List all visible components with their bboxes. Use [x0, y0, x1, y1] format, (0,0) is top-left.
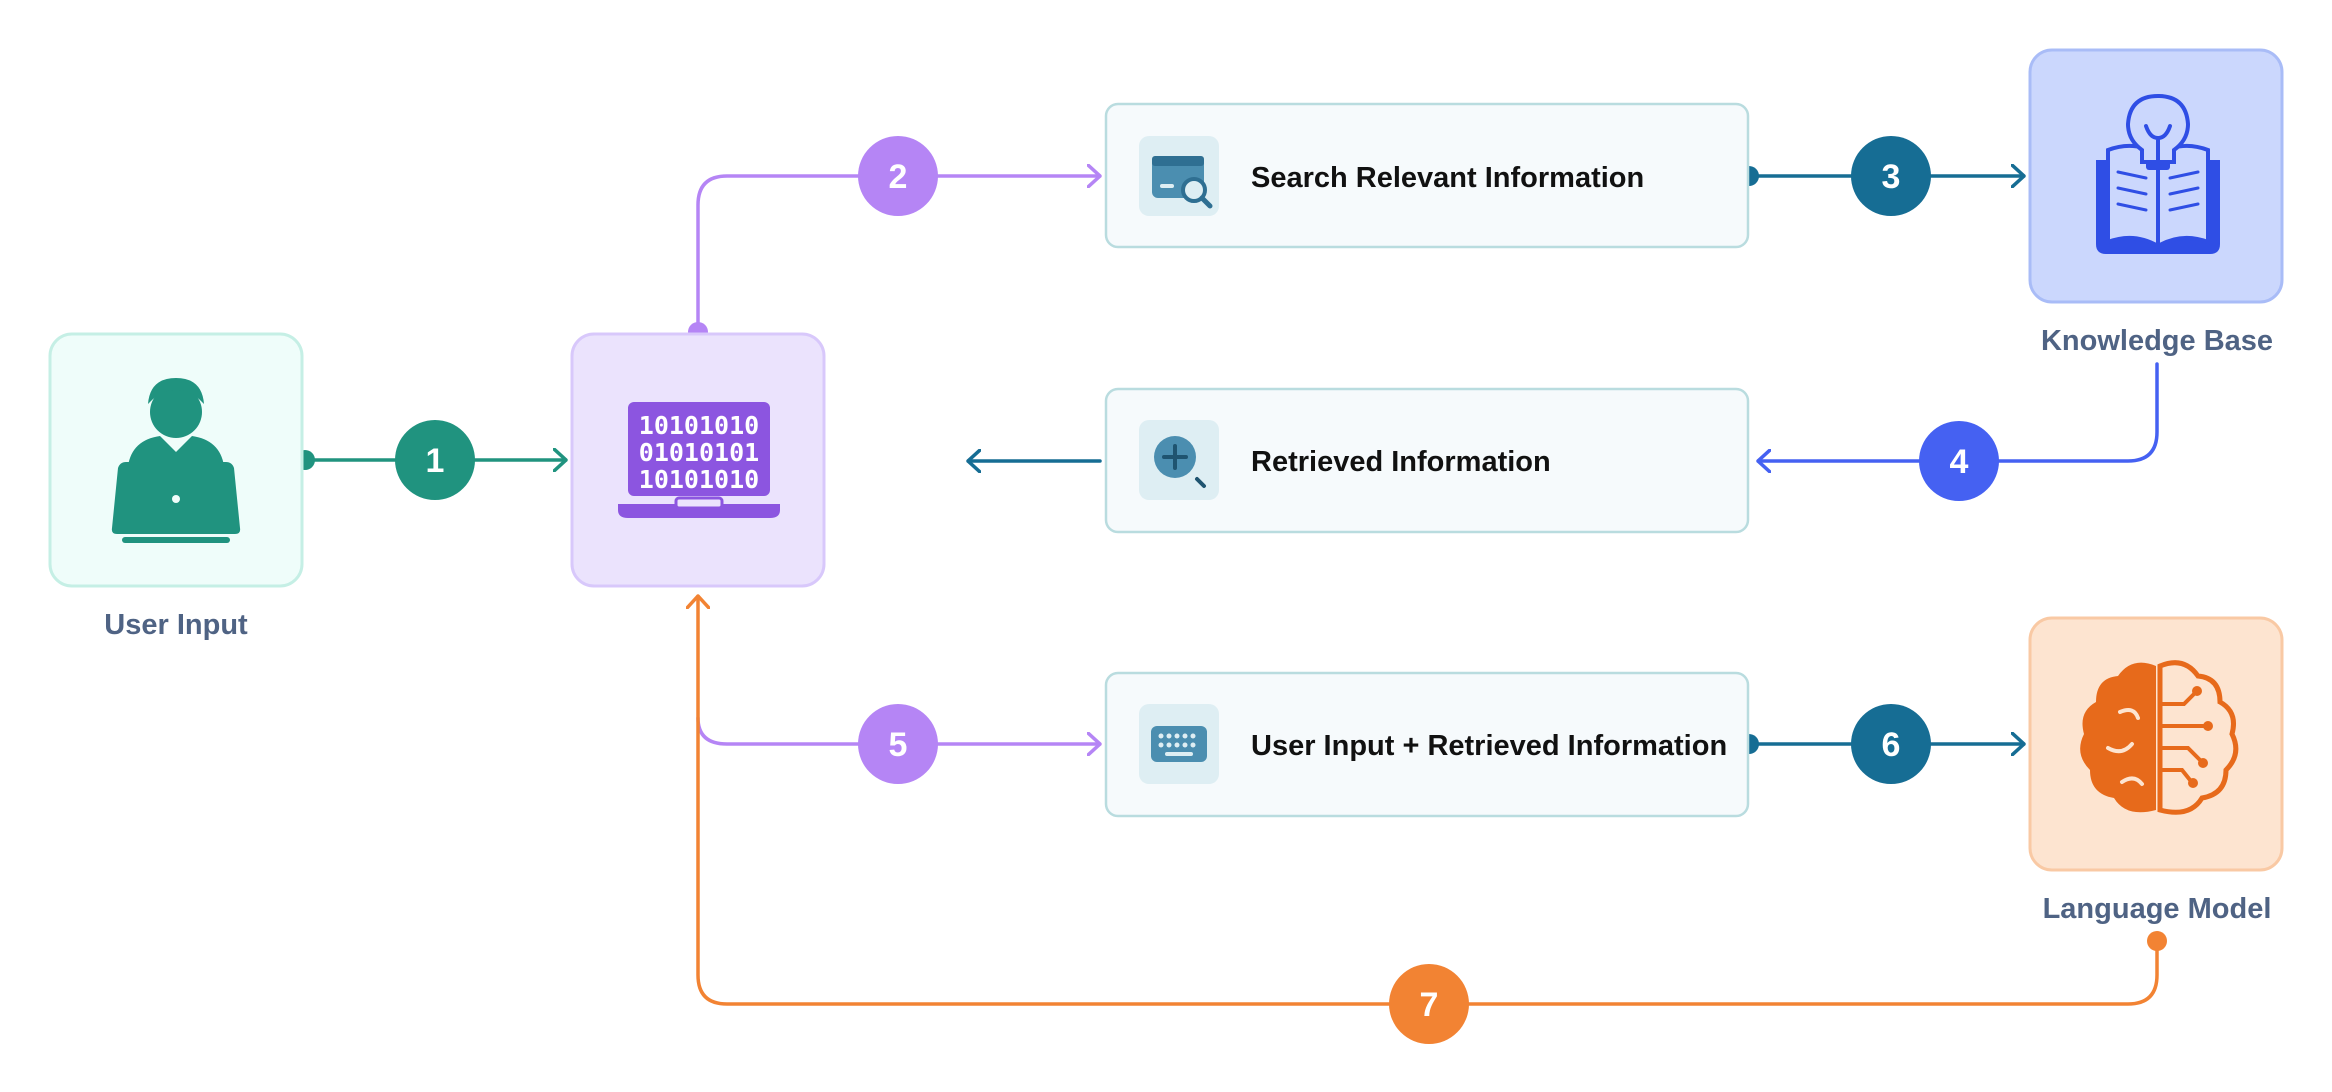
brain-circuit-icon — [2080, 660, 2239, 815]
step-box — [1104, 387, 1750, 534]
step-label: Search Relevant Information — [1251, 162, 1644, 194]
step-label: Retrieved Information — [1251, 446, 1551, 478]
step-retrieved-information: Retrieved Information — [1104, 387, 1750, 534]
svg-text:5: 5 — [889, 726, 908, 764]
svg-text:7: 7 — [1420, 986, 1439, 1024]
step-badges: 1 2 3 4 5 6 7 — [395, 136, 1999, 1044]
connector-4 — [1756, 362, 2159, 461]
step-search-relevant-information: Search Relevant Information — [1104, 102, 1750, 249]
node-label: User Input — [104, 609, 248, 641]
step-label: User Input + Retrieved Information — [1251, 730, 1727, 762]
step-badge-2: 2 — [858, 136, 938, 216]
svg-text:10101010: 10101010 — [639, 465, 759, 494]
svg-text:3: 3 — [1882, 158, 1901, 196]
step-user-input-retrieved-information: User Input + Retrieved Information — [1104, 671, 1750, 818]
book-lightbulb-icon — [2096, 93, 2220, 254]
keyboard-icon — [1151, 726, 1207, 762]
step-badge-1: 1 — [395, 420, 475, 500]
node-user-input: User Input — [48, 332, 304, 641]
step-badge-4: 4 — [1919, 421, 1999, 501]
svg-text:2: 2 — [889, 158, 908, 196]
card-search-icon — [1152, 156, 1213, 209]
node-knowledge-base: Knowledge Base — [2028, 48, 2284, 357]
binary-laptop-icon: 10101010 01010101 10101010 — [618, 402, 780, 518]
svg-text:6: 6 — [1882, 726, 1901, 764]
node-label: Knowledge Base — [2041, 325, 2273, 357]
connector-dot-7 — [2147, 931, 2167, 951]
user-laptop-icon — [111, 378, 241, 543]
step-box — [1104, 102, 1750, 249]
step-box — [1104, 671, 1750, 818]
connector-2 — [696, 176, 1102, 334]
svg-text:10101010: 10101010 — [639, 411, 759, 440]
connectors — [303, 176, 2159, 1006]
svg-text:1: 1 — [426, 442, 445, 480]
node-label: Language Model — [2043, 893, 2272, 925]
step-badge-5: 5 — [858, 704, 938, 784]
step-badge-6: 6 — [1851, 704, 1931, 784]
step-badge-7: 7 — [1389, 964, 1469, 1044]
step-badge-3: 3 — [1851, 136, 1931, 216]
node-language-model: Language Model — [2028, 616, 2284, 925]
node-processor: 10101010 01010101 10101010 — [570, 332, 826, 588]
zoom-in-icon — [1154, 436, 1206, 488]
svg-text:4: 4 — [1950, 443, 1969, 481]
svg-text:01010101: 01010101 — [639, 438, 759, 467]
